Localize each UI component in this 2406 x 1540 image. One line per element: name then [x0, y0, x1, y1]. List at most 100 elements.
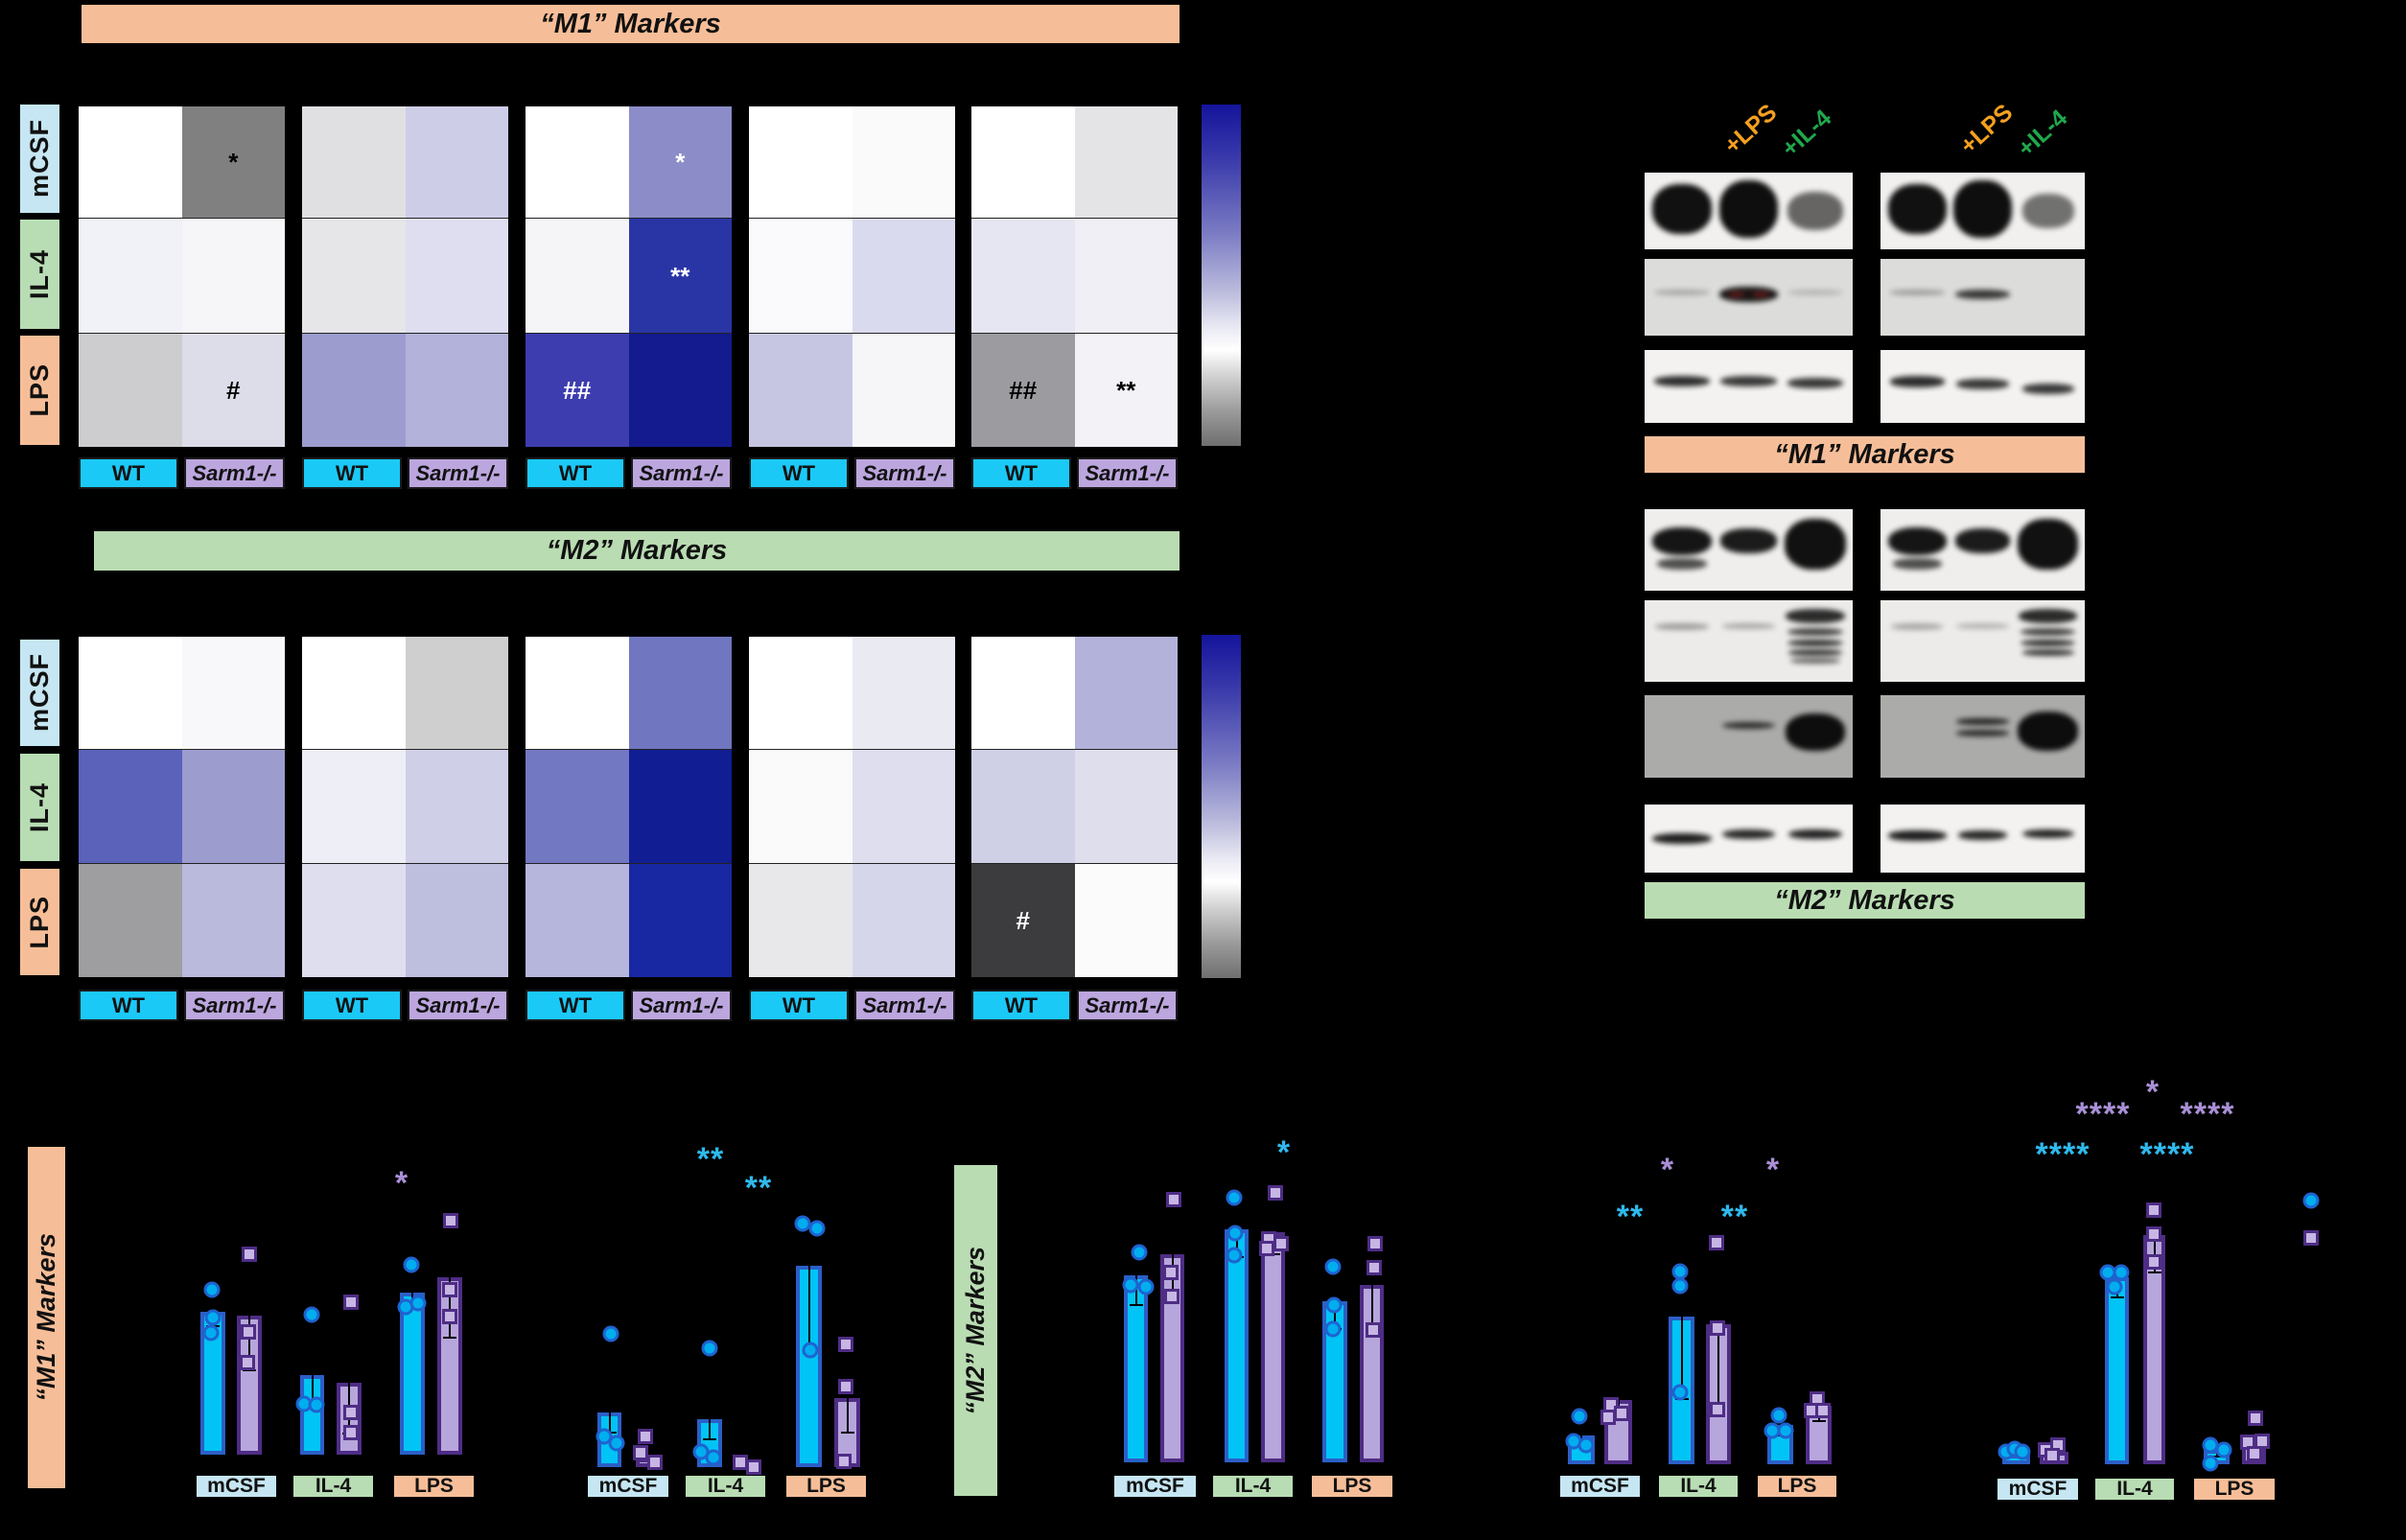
m1-heatmap-cell-sarm1: [405, 334, 508, 447]
m2-heatmap-cell-wt: [971, 750, 1075, 863]
m2-heatmap-cell-wt: [79, 637, 182, 749]
wt-data-point: [303, 1306, 320, 1323]
blot-band: [2021, 383, 2074, 394]
error-bar-line: [248, 1316, 250, 1369]
blot-band: [1718, 286, 1779, 302]
sarm1-data-point: [343, 1425, 359, 1440]
significance-note: **: [1116, 376, 1136, 405]
error-bar-line: [2153, 1235, 2156, 1272]
m2-colorbar-tick: [1241, 664, 1251, 667]
bar-il-4-sarm1: [1261, 1232, 1285, 1462]
m1-sarm1-box: Sarm1-/-: [408, 457, 508, 489]
m1-row-label-text: IL-4: [25, 248, 54, 299]
blot-band: [2021, 828, 2074, 839]
m1-heatmap-row: [971, 106, 1178, 218]
m1-heatmap-cell-sarm1: *: [181, 106, 285, 218]
m2-colorbar: [1191, 635, 1251, 978]
m1-colorbar-tick: [1191, 345, 1202, 349]
wt-data-point: [802, 1342, 819, 1359]
m1-heatmap-cell-wt: [302, 334, 406, 447]
sarm1-legend-marker: [2303, 1230, 2319, 1246]
m2-colorbar-tick: [1191, 753, 1202, 757]
m1-heatmap-cell-wt: ##: [971, 334, 1075, 447]
sarm1-data-point: [647, 1455, 663, 1470]
blot-band-red-streak: [1751, 292, 1770, 296]
blot-band: [1787, 377, 1844, 388]
m1-heatmap-row: ##: [526, 333, 732, 447]
blot-band: [1788, 649, 1842, 656]
m1-heatmap-row: [302, 106, 508, 218]
m2-heatmap-row: [79, 637, 285, 749]
wt-data-point: [1671, 1277, 1689, 1295]
m2-blot-row1-col1: [1645, 509, 1853, 591]
m2-heatmap-panel-2: [302, 637, 508, 977]
blot-band: [1953, 180, 2012, 238]
error-bar-cap: [2209, 1456, 2224, 1458]
m1-heatmap-row: [79, 218, 285, 333]
x-axis-group-label-lps: LPS: [786, 1475, 866, 1497]
m1-wt-box: WT: [302, 457, 402, 489]
wt-data-point: [1324, 1258, 1342, 1275]
m1-row-label-text: mCSF: [25, 119, 54, 198]
m2-heatmap-row: [302, 637, 508, 749]
m1-heatmap-panel-4: [749, 106, 955, 447]
m2-colorbar-tick: [1191, 664, 1202, 667]
m2-blot-row4-col1: [1645, 805, 1853, 873]
m1-heatmap-row: [749, 333, 955, 447]
sarm1-data-point: [442, 1309, 457, 1324]
sarm1-data-point: [1367, 1260, 1382, 1275]
m2-row-label-il-4: IL-4: [20, 754, 59, 861]
plus-lps-label: +LPS: [1718, 99, 1783, 160]
significance-note: *: [675, 148, 686, 176]
m2-colorbar-gradient: [1202, 635, 1241, 978]
wt-data-point: [1131, 1244, 1148, 1261]
error-bar-line: [1370, 1285, 1373, 1328]
m1-heatmap-cell-wt: [302, 106, 406, 218]
wt-data-point: [1226, 1225, 1244, 1242]
m1-row-label-il-4: IL-4: [20, 220, 59, 329]
blot-band: [1892, 558, 1942, 570]
m2-blot-row1-col2: [1880, 509, 2085, 591]
m2-heatmap-row: [526, 637, 732, 749]
m2-colorbar-tick: [1241, 753, 1251, 757]
bar-il-4-wt: [2105, 1277, 2129, 1464]
wt-data-point: [202, 1324, 220, 1342]
x-axis-group-label-mcsf: mCSF: [1997, 1478, 2078, 1500]
m1-heatmap-panel-5: ## **: [971, 106, 1178, 447]
m2-heatmap-cell-sarm1: [181, 637, 285, 749]
blot-band: [1957, 829, 2008, 840]
m2-wt-box: WT: [302, 990, 402, 1021]
error-bar-line: [1680, 1317, 1683, 1398]
m1-heatmap-row: [749, 218, 955, 333]
blot-band: [1788, 828, 1842, 840]
significance-annotation: **: [744, 1170, 773, 1206]
m2-heatmap-cell-sarm1: [405, 750, 508, 863]
m1-row-label-mcsf: mCSF: [20, 105, 59, 213]
m2-heatmap-cell-wt: [302, 864, 406, 977]
blot-band: [1954, 290, 2011, 300]
m1-colorbar-tick: [1191, 440, 1202, 444]
m2-colorbar-tick: [1191, 839, 1202, 843]
blot-band: [1653, 376, 1711, 386]
wt-data-point: [705, 1449, 722, 1466]
m1-sarm1-box: Sarm1-/-: [184, 457, 285, 489]
m1-blot-row3-col1: [1645, 350, 1853, 423]
x-axis-group-label-lps: LPS: [1312, 1475, 1392, 1497]
m2-blot-row2-col1: [1645, 600, 1853, 682]
blot-band: [1786, 712, 1845, 751]
blot-band: [1652, 184, 1712, 234]
sarm1-data-point: [838, 1337, 853, 1352]
wt-data-point: [1671, 1384, 1689, 1401]
blot-band: [1720, 376, 1777, 386]
m2-colorbar-tick: [1241, 839, 1251, 843]
x-axis-group-label-il-4: IL-4: [1659, 1475, 1738, 1497]
blot-band: [2019, 608, 2077, 623]
blot-band: [1720, 528, 1777, 553]
m1-heatmap-cell-sarm1: #: [181, 334, 285, 447]
m1-heatmap-cell-sarm1: [405, 219, 508, 333]
m2-heatmap-cell-sarm1: [405, 864, 508, 977]
error-bar-cap: [243, 1369, 256, 1371]
m1-heatmap-cell-sarm1: [628, 334, 732, 447]
m2-heatmap-cell-wt: [302, 750, 406, 863]
blot-band: [1787, 639, 1844, 647]
